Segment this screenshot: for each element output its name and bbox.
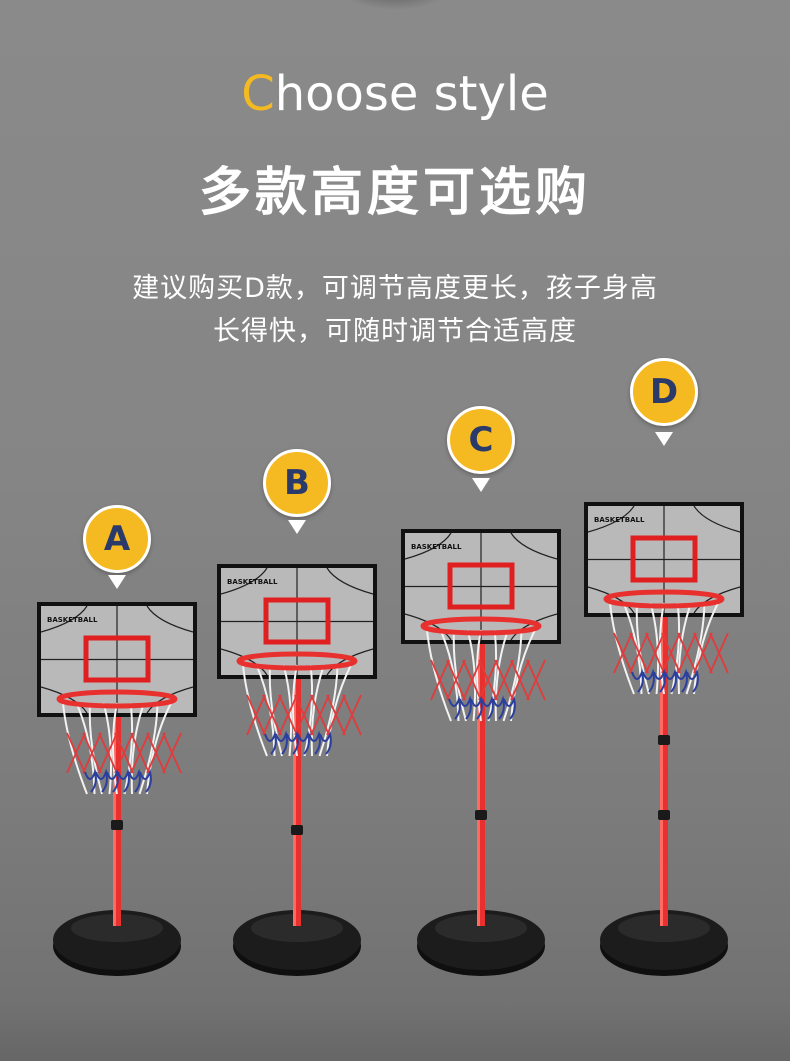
backboard-arc <box>220 648 268 676</box>
pole <box>660 597 668 926</box>
down-arrow-icon <box>655 432 673 446</box>
down-arrow-icon <box>472 478 490 492</box>
top-shadow <box>335 0 455 10</box>
backboard-brand-text: BASKETBALL <box>411 543 462 551</box>
base-top <box>251 914 343 942</box>
base-top <box>71 914 163 942</box>
pole <box>113 697 121 926</box>
title-chinese: 多款高度可选购 <box>198 163 591 223</box>
backboard-arc <box>146 686 194 714</box>
net <box>242 664 362 757</box>
pole-joint <box>658 810 670 820</box>
backboard-arc <box>220 567 268 595</box>
backboard-arc <box>404 613 452 641</box>
title-first-letter: C <box>241 66 275 122</box>
rim <box>56 689 178 709</box>
backboard-arc <box>326 648 374 676</box>
backboard-arc <box>510 613 558 641</box>
backboard-brand-text: BASKETBALL <box>594 516 645 524</box>
backboard-arc <box>146 605 194 633</box>
backboard-arc <box>693 586 741 614</box>
basketball-hoop: BASKETBALL <box>401 529 561 976</box>
base-top <box>435 914 527 942</box>
description-line-2: 长得快，可随时调节合适高度 <box>213 316 577 347</box>
title-rest: hoose style <box>274 66 549 122</box>
base-top <box>618 914 710 942</box>
pole-joint <box>475 810 487 820</box>
option-badge: D <box>630 358 698 426</box>
pole-highlight <box>113 697 116 926</box>
floor-shadow <box>0 1000 790 1061</box>
backboard-arc <box>587 505 635 533</box>
target-square <box>630 535 698 583</box>
backboard-arc <box>404 532 452 560</box>
backboard-arc <box>326 567 374 595</box>
option-badge: A <box>83 505 151 573</box>
target-square <box>447 562 515 610</box>
backboard-brand-text: BASKETBALL <box>47 616 98 624</box>
basketball-hoop: BASKETBALL <box>584 502 744 976</box>
rim <box>236 651 358 671</box>
pole-joint <box>111 820 123 830</box>
net <box>426 629 546 722</box>
pole-highlight <box>293 659 296 926</box>
pole-highlight <box>660 597 663 926</box>
basketball-hoop: BASKETBALL <box>217 564 377 976</box>
target-square <box>83 635 151 683</box>
rim <box>603 589 725 609</box>
pole-joint <box>658 735 670 745</box>
net <box>62 702 182 795</box>
pole-joint <box>291 825 303 835</box>
pole <box>293 659 301 926</box>
backboard-arc <box>587 586 635 614</box>
basketball-hoop: BASKETBALL <box>37 602 197 976</box>
pole <box>477 624 485 926</box>
description-line-1: 建议购买D款，可调节高度更长，孩子身高 <box>132 273 658 304</box>
option-badge: B <box>263 449 331 517</box>
backboard-brand-text: BASKETBALL <box>227 578 278 586</box>
title-english: Choose style <box>0 66 790 122</box>
backboard-arc <box>693 505 741 533</box>
net <box>609 602 729 695</box>
option-badge: C <box>447 406 515 474</box>
down-arrow-icon <box>288 520 306 534</box>
pole-highlight <box>477 624 480 926</box>
backboard-arc <box>40 686 88 714</box>
target-square <box>263 597 331 645</box>
backboard-arc <box>510 532 558 560</box>
down-arrow-icon <box>108 575 126 589</box>
backboard-arc <box>40 605 88 633</box>
rim <box>420 616 542 636</box>
